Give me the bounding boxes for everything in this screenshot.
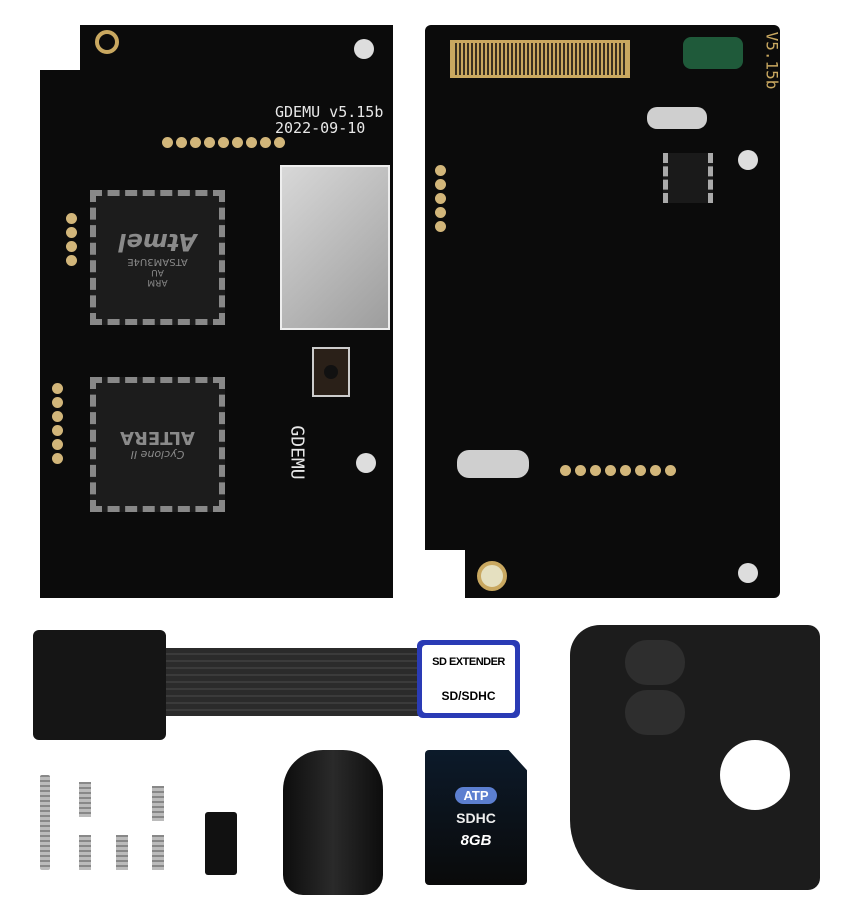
screw <box>152 786 164 821</box>
long-screw <box>40 775 50 870</box>
cable-connector <box>33 630 166 740</box>
sd-card-capacity: 8GB <box>460 831 492 849</box>
mounting-hole <box>738 150 758 170</box>
drive-mount-bracket <box>570 625 820 890</box>
sd-card-brand: ATP <box>455 786 497 804</box>
sd-extender-card: SD EXTENDER SD/SDHC <box>417 640 520 718</box>
sd-card-standard: SDHC <box>456 809 496 826</box>
sd-card: ATP SDHC 8GB <box>425 750 527 885</box>
mounting-hole <box>95 30 119 54</box>
altera-fpga-chip: Cyclone II ALTERA <box>90 377 225 512</box>
bracket-hole <box>720 740 790 810</box>
mounting-hole <box>356 453 376 473</box>
side-pads <box>435 165 446 232</box>
pin-header <box>162 137 285 148</box>
version-label: GDEMU v5.15b <box>275 103 384 121</box>
reset-button[interactable] <box>312 347 350 397</box>
bottom-pads <box>560 465 676 476</box>
ribbon-connector <box>450 40 630 78</box>
mounting-hole <box>738 563 758 583</box>
sd-extender-title: SD EXTENDER <box>432 655 505 668</box>
bracket-slot <box>625 690 685 735</box>
atmel-mcu-chip: ARM AU ATSAM3U4E Atmel <box>90 190 225 325</box>
spacer <box>205 812 237 875</box>
mounting-hole <box>354 39 374 59</box>
screw <box>79 835 91 870</box>
ic-chip <box>663 153 713 203</box>
date-label: 2022-09-10 <box>275 119 366 137</box>
side-pads <box>52 383 63 464</box>
bracket-slot <box>625 640 685 685</box>
gdemu-pcb-front: GDEMU v5.15b 2022-09-10 ARM AU ATSAM3U4E… <box>40 25 393 598</box>
crystal <box>457 450 529 478</box>
crystal <box>647 107 707 129</box>
sd-card-slot[interactable] <box>280 165 390 330</box>
capacitor <box>683 37 743 69</box>
gdemu-pcb-back: V5.15b <box>425 25 780 598</box>
right-version-label: V5.15b <box>762 31 782 90</box>
side-pads <box>66 213 77 266</box>
gdemu-side-label: GDEMU <box>286 425 308 480</box>
screw <box>152 835 164 870</box>
sd-extender-subtitle: SD/SDHC <box>441 688 496 703</box>
screw <box>79 782 91 817</box>
rubber-foot <box>283 750 383 895</box>
ribbon-cable <box>160 648 425 716</box>
mounting-hole <box>477 561 507 591</box>
screw <box>116 835 128 870</box>
